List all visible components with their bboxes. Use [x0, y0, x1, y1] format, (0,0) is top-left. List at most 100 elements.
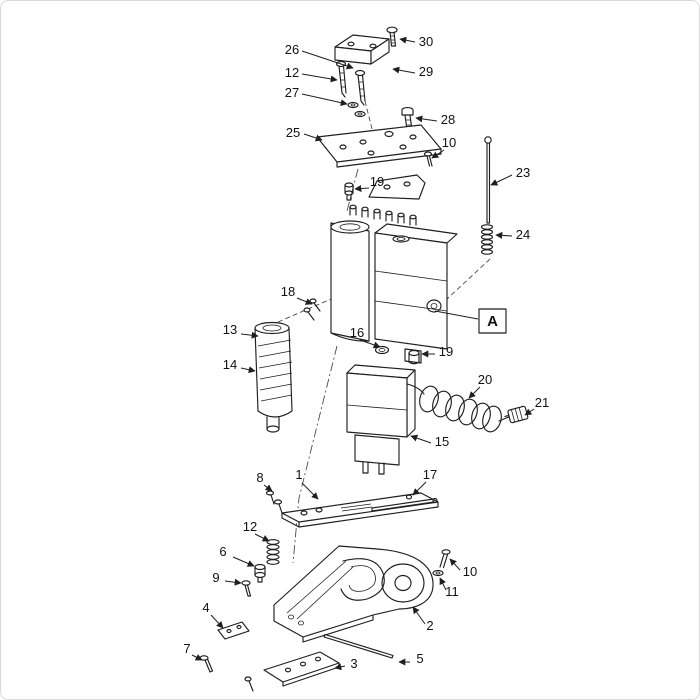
- leader-1: [301, 482, 319, 500]
- callout-17: 17: [423, 467, 437, 482]
- part-screw-10-lower: [439, 549, 451, 569]
- callout-30: 30: [419, 34, 433, 49]
- callout-11: 11: [445, 584, 459, 599]
- callout-16: 16: [350, 325, 364, 340]
- callout-28: 28: [441, 112, 455, 127]
- leader-lines: [191, 36, 535, 671]
- callout-9: 9: [212, 570, 219, 585]
- callout-19-upper: 19: [370, 174, 384, 189]
- leader-18: [296, 297, 313, 305]
- callout-21: 21: [535, 395, 549, 410]
- part-washer-11: [432, 569, 444, 577]
- callout-15: 15: [435, 434, 449, 449]
- part-plate-25: [316, 124, 442, 168]
- leader-detail-a: [434, 310, 479, 320]
- leader-11: [439, 577, 447, 591]
- callout-24: 24: [516, 227, 530, 242]
- leader-23: [490, 174, 513, 186]
- leader-10-top: [431, 149, 445, 159]
- leader-29: [392, 66, 416, 74]
- callout-26: 26: [285, 42, 299, 57]
- callout-5: 5: [416, 651, 423, 666]
- part-spring-12-lower: [266, 539, 280, 565]
- callout-10-lower: 10: [463, 564, 477, 579]
- part-screw-7: [199, 655, 214, 673]
- part-plug-19-mid: [408, 349, 420, 365]
- callout-13: 13: [223, 322, 237, 337]
- callout-19-mid: 19: [439, 344, 453, 359]
- part-coiled-tube-20: [406, 383, 512, 433]
- part-bracket-29: [334, 34, 390, 65]
- callout-1: 1: [295, 467, 302, 482]
- leader-17: [412, 481, 427, 496]
- callout-18: 18: [281, 284, 295, 299]
- leader-20: [468, 386, 481, 399]
- leader-27: [301, 93, 348, 107]
- leader-15: [410, 434, 432, 444]
- leader-8: [263, 484, 273, 492]
- callout-2: 2: [426, 618, 433, 633]
- callout-7: 7: [183, 641, 190, 656]
- callout-29: 29: [419, 64, 433, 79]
- leader-3: [334, 663, 346, 671]
- part-plate-3: [244, 651, 340, 692]
- leader-6: [232, 556, 255, 567]
- callout-10-top: 10: [442, 135, 456, 150]
- part-fitting-19-upper: [344, 182, 354, 201]
- leader-4: [210, 614, 224, 629]
- leader-14: [240, 366, 256, 374]
- part-screw-12-top: [354, 69, 366, 106]
- part-fitting-6: [254, 563, 266, 583]
- detail-callout-a: A: [478, 308, 507, 334]
- part-rod-17: [371, 497, 438, 512]
- part-rod-23: [484, 136, 492, 224]
- part-solenoid-15: [346, 364, 416, 475]
- callout-27: 27: [285, 85, 299, 100]
- callout-12-top: 12: [285, 65, 299, 80]
- leader-12-lower: [254, 533, 270, 542]
- callout-14: 14: [223, 357, 237, 372]
- callout-12-lower: 12: [243, 519, 257, 534]
- leader-24: [495, 231, 513, 239]
- callout-8: 8: [256, 470, 263, 485]
- diagram-artwork: [199, 26, 529, 692]
- part-main-body-assembly: [330, 174, 458, 364]
- callout-25: 25: [286, 125, 300, 140]
- part-screws-18: [303, 298, 321, 321]
- part-screw-10-top: [423, 151, 433, 167]
- leader-25: [303, 133, 323, 142]
- leader-12-top: [301, 73, 338, 83]
- callout-20: 20: [478, 372, 492, 387]
- leader-2: [412, 606, 426, 625]
- leader-16: [359, 339, 381, 349]
- part-connector-21: [504, 405, 529, 424]
- leader-9: [224, 578, 242, 586]
- leader-10-lower: [449, 558, 461, 571]
- leader-26: [301, 50, 354, 70]
- part-screw-26: [335, 60, 347, 98]
- leader-13: [240, 331, 259, 339]
- callout-3: 3: [350, 656, 357, 671]
- part-ring-16: [374, 345, 390, 355]
- leader-28: [415, 115, 438, 123]
- leader-21: [524, 408, 535, 416]
- leader-7: [191, 654, 203, 661]
- leader-19-upper: [354, 185, 370, 193]
- part-cylinder-13-14: [254, 321, 293, 433]
- leader-30: [399, 36, 416, 44]
- callout-6: 6: [219, 544, 226, 559]
- part-plate-4: [217, 621, 250, 640]
- part-bar-1: [281, 492, 439, 528]
- part-spring-24: [480, 224, 494, 255]
- part-screw-30: [386, 26, 398, 47]
- part-base-plate-2: [273, 545, 434, 643]
- callout-labels: 30 26 29 12 27 28 25 10 19 23 24 18 13 1…: [183, 34, 549, 671]
- callout-4: 4: [202, 600, 209, 615]
- part-pin-5: [323, 633, 394, 659]
- callout-23: 23: [516, 165, 530, 180]
- part-washers-27: [347, 101, 366, 118]
- part-screw-9: [241, 580, 252, 597]
- detail-callout-a-label: A: [487, 313, 498, 330]
